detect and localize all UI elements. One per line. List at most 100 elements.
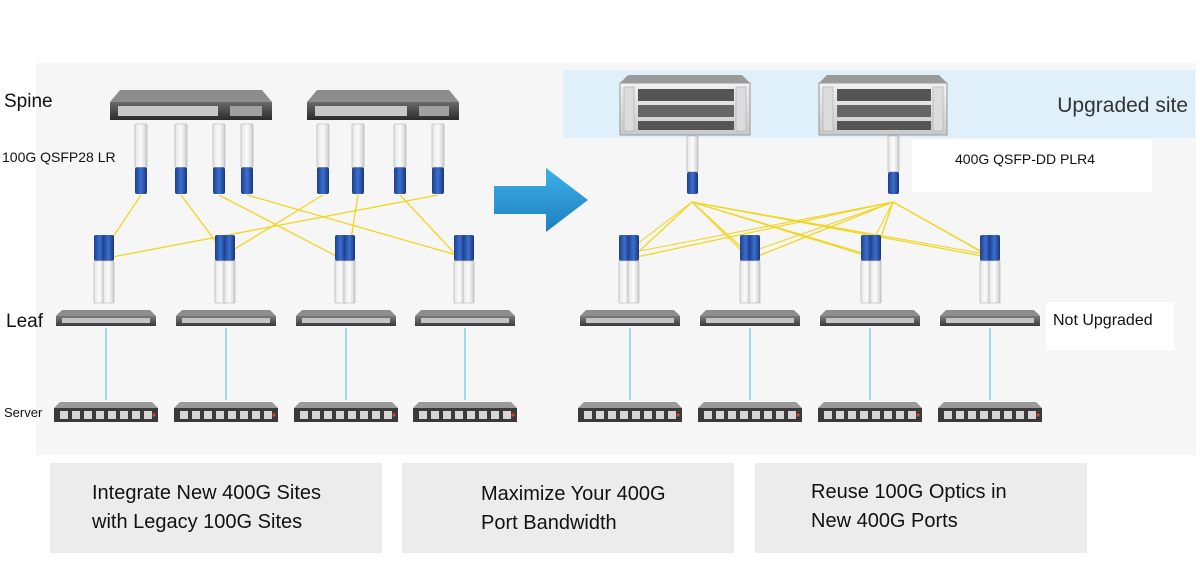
optical-transceiver-icon: [174, 123, 188, 194]
drive-bay: [992, 411, 1000, 419]
not-upgraded-label-box: [1046, 302, 1174, 350]
switch-top: [176, 310, 276, 316]
drive-bay: [336, 411, 344, 419]
optical-transceiver-icon: [102, 235, 115, 304]
leaf-switches: [56, 310, 1040, 326]
leaf-label: Leaf: [6, 311, 43, 332]
optic-latch: [175, 167, 187, 194]
drive-bay: [180, 411, 188, 419]
drive-bay: [264, 411, 272, 419]
spine-switch-1: [110, 90, 272, 120]
switch-top: [700, 310, 800, 316]
status-led: [796, 413, 800, 417]
leaf-server-links: [105, 328, 991, 400]
leaf-switch-icon: [580, 310, 680, 326]
drive-bay: [752, 411, 760, 419]
caption-line: Integrate New 400G Sites: [92, 482, 322, 504]
optical-transceiver-icon: [887, 135, 900, 194]
fiber-link: [691, 201, 746, 255]
switch-ports: [302, 318, 390, 323]
optical-transceiver-icon: [462, 235, 475, 304]
rack-server-icon: [54, 402, 158, 422]
drive-bay: [252, 411, 260, 419]
switch-ports: [946, 318, 1034, 323]
fiber-link: [106, 194, 439, 259]
drive-bay: [848, 411, 856, 419]
drive-bay: [431, 411, 439, 419]
optical-transceiver-icon: [223, 235, 236, 304]
optical-transceiver-icon: [134, 123, 148, 194]
optic-latch: [394, 167, 406, 194]
rack-server-icon: [578, 402, 682, 422]
optic-body: [212, 123, 226, 168]
rack-server-icon: [294, 402, 398, 422]
optic-400g-label-box: [912, 140, 1152, 192]
upgraded-site-label: Upgraded site: [1057, 94, 1188, 117]
caption-line: with Legacy 100G Sites: [92, 511, 303, 533]
drive-bay: [84, 411, 92, 419]
server-front: [578, 408, 682, 422]
optic-body: [869, 260, 882, 304]
optic-body: [748, 260, 761, 304]
server-top: [174, 402, 278, 408]
server-top: [413, 402, 517, 408]
caption-card: Integrate New 400G Sites with Legacy 100…: [50, 463, 382, 553]
status-led: [511, 413, 515, 417]
drive-bay: [372, 411, 380, 419]
rack-server-icon: [413, 402, 517, 422]
drive-bay: [443, 411, 451, 419]
optical-transceiver-icon: [431, 123, 445, 194]
drive-bay: [228, 411, 236, 419]
switch-ports: [62, 318, 150, 323]
drive-bay: [324, 411, 332, 419]
fiber-link: [892, 201, 986, 255]
optic-latch: [344, 235, 355, 261]
server-top: [54, 402, 158, 408]
optic-body: [686, 135, 699, 173]
rack-server-icon: [938, 402, 1042, 422]
drive-bay: [132, 411, 140, 419]
optic-body: [887, 135, 900, 173]
optical-transceiver-icon: [686, 135, 699, 194]
optic-latch: [241, 167, 253, 194]
optic-latch: [740, 235, 751, 261]
optic-100g-label: 100G QSFP28 LR: [2, 149, 116, 165]
drive-bay: [240, 411, 248, 419]
drive-bay: [503, 411, 511, 419]
drive-bay: [860, 411, 868, 419]
drive-bay: [884, 411, 892, 419]
rack-server-icon: [174, 402, 278, 422]
drive-bay: [144, 411, 152, 419]
fiber-link: [623, 201, 894, 255]
optic-body: [223, 260, 236, 304]
leaf-switch-icon: [700, 310, 800, 326]
optic-body: [343, 260, 356, 304]
status-led: [392, 413, 396, 417]
drive-bay: [956, 411, 964, 419]
fiber-link: [631, 201, 894, 259]
server-front: [698, 408, 802, 422]
drive-bay: [491, 411, 499, 419]
switch-ports: [586, 318, 674, 323]
spine-chassis-1: [619, 75, 751, 136]
optic-latch: [619, 235, 630, 261]
optical-transceiver-icon: [316, 123, 330, 194]
optic-latch: [628, 235, 639, 261]
spine-label: Spine: [4, 91, 53, 112]
optic-latch: [317, 167, 329, 194]
server-top: [818, 402, 922, 408]
drive-bay: [620, 411, 628, 419]
drive-bay: [360, 411, 368, 419]
switch-top: [940, 310, 1040, 316]
drive-bay: [944, 411, 952, 419]
switch-top: [580, 310, 680, 316]
optic-latch: [135, 167, 147, 194]
drive-bay: [740, 411, 748, 419]
server-front: [413, 408, 517, 422]
fiber-link: [399, 194, 460, 259]
optic-latch: [213, 167, 225, 194]
optical-transceiver-icon: [739, 235, 752, 304]
drive-bay: [896, 411, 904, 419]
optic-body: [393, 123, 407, 168]
